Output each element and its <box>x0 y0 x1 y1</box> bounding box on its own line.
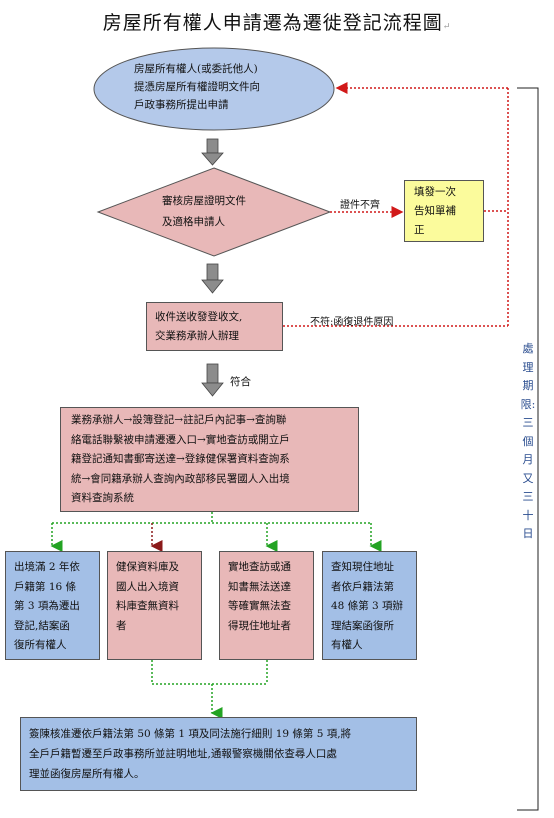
final-line: 理並函復房屋所有權人。 <box>29 768 145 780</box>
receive-line: 收件送收發登收文, <box>155 311 243 323</box>
outcome-line: 知書無法送達 <box>228 580 291 593</box>
final-box: 簽陳核准遷依戶籍法第 50 條第 1 項及同法施行細則 19 條第 5 項,將 … <box>20 717 417 791</box>
process-line: 資料查詢系統 <box>71 492 134 504</box>
outcome-box-address-found: 查知現住地址 者依戶籍法第 48 條第 3 項辦 理結案函復所 有權人 <box>322 551 417 660</box>
outcome-line: 第 3 項為遷出 <box>14 600 80 612</box>
final-line: 簽陳核准遷依戶籍法第 50 條第 1 項及同法施行細則 19 條第 5 項,將 <box>29 728 352 740</box>
outcome-line: 查知現住地址 <box>331 561 394 573</box>
notice-line: 正 <box>414 224 425 236</box>
review-line: 審核房屋證明文件 <box>162 195 246 207</box>
deadline-bracket <box>517 87 539 811</box>
start-ellipse <box>93 47 335 131</box>
outcome-line: 國人出入境資 <box>116 580 179 593</box>
pass-label: 符合 <box>230 376 251 388</box>
outcome-line: 得現住地址者 <box>228 619 291 632</box>
review-diamond <box>96 167 332 257</box>
outcome-line: 有權人 <box>331 639 363 651</box>
deadline-label: 處理期限:三個月又三十日 <box>520 342 536 540</box>
outcome-line: 復所有權人 <box>14 639 67 651</box>
start-line: 房屋所有權人(或委託他人) <box>134 63 258 75</box>
page-title: 房屋所有權人申請遷為遷徙登記流程圖↵ <box>102 12 452 34</box>
outcome-line: 登記,結案函 <box>14 619 70 632</box>
outcome-line: 理結案函復所 <box>331 619 394 632</box>
start-text: 房屋所有權人(或委託他人) 提憑房屋所有權證明文件向 戶政事務所提出申請 <box>134 60 304 114</box>
outcome-line: 者依戶籍法第 <box>331 580 394 593</box>
down-arrow-1 <box>201 138 224 166</box>
start-line: 戶政事務所提出申請 <box>134 99 229 111</box>
process-line: 籍登記通知書郵寄送達→登錄健保署資料查詢系 <box>71 453 290 465</box>
outcome-line: 48 條第 3 項辦 <box>331 600 404 612</box>
process-line: 統→會同籍承辦人查詢內政部移民署國人入出境 <box>71 472 290 485</box>
start-line: 提憑房屋所有權證明文件向 <box>134 81 260 93</box>
final-line: 全戶戶籍暫遷至戶政事務所並註明地址,通報警察機關依查尋人口處 <box>29 748 337 760</box>
process-line: 絡電話聯繫被申請遷遷入口→實地查訪或開立戶 <box>71 433 290 446</box>
outcome-line: 等確實無法查 <box>228 600 291 612</box>
process-line: 業務承辦人→設簿登記→註記戶內記事→查詢聯 <box>71 414 287 426</box>
receive-line: 交業務承辦人辦理 <box>155 330 239 342</box>
outcome-box-emigrated: 出境滿 2 年依 戶籍第 16 條 第 3 項為遷出 登記,結案函 復所有權人 <box>5 551 100 660</box>
outcome-box-no-records: 健保資料庫及 國人出入境資 料庫查無資料 者 <box>107 551 202 660</box>
incomplete-label: 證件不齊 <box>340 200 380 211</box>
outcome-line: 出境滿 2 年依 <box>14 561 80 573</box>
outcome-line: 健保資料庫及 <box>116 561 179 573</box>
outcome-line: 戶籍第 16 條 <box>14 580 77 593</box>
outcome-line: 實地查訪或通 <box>228 561 291 573</box>
down-arrow-3 <box>201 363 224 397</box>
notice-line: 填發一次 <box>414 186 456 198</box>
notice-line: 告知單補 <box>414 205 456 217</box>
notice-box: 填發一次 告知單補 正 <box>404 180 484 242</box>
outcome-line: 者 <box>116 619 127 632</box>
reject-label: 不符:函復退件原因 <box>310 317 394 328</box>
down-arrow-2 <box>201 263 224 294</box>
review-line: 及適格申請人 <box>162 216 225 228</box>
process-box: 業務承辦人→設簿登記→註記戶內記事→查詢聯 絡電話聯繫被申請遷遷入口→實地查訪或… <box>60 407 359 512</box>
review-text: 審核房屋證明文件 及適格申請人 <box>162 191 272 233</box>
receive-box: 收件送收發登收文, 交業務承辦人辦理 <box>146 302 283 351</box>
outcome-line: 料庫查無資料 <box>116 600 179 612</box>
outcome-box-address-unknown: 實地查訪或通 知書無法送達 等確實無法查 得現住地址者 <box>219 551 314 660</box>
